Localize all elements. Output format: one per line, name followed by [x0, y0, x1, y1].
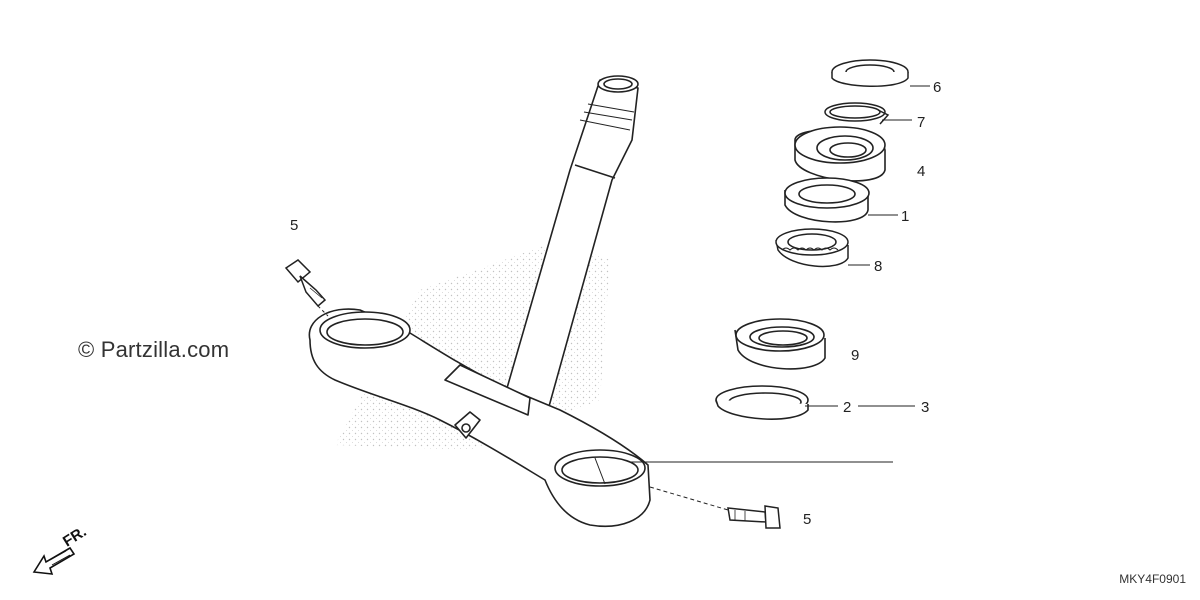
callout-4: 4: [917, 163, 926, 180]
adjusting-nut-part: [794, 126, 886, 182]
callout-3: 3: [921, 399, 930, 416]
callout-6: 6: [933, 79, 942, 96]
callout-1: 1: [901, 208, 910, 225]
callout-9: 9: [851, 347, 860, 364]
lock-washer-part: [824, 102, 890, 125]
watermark-text: © Partzilla.com: [78, 337, 230, 362]
leader-lines: [317, 85, 930, 511]
callout-7: 7: [917, 114, 926, 131]
front-arrow-icon: [32, 546, 76, 575]
dust-seal-part: [715, 385, 809, 420]
lower-bearing-part: [734, 318, 826, 370]
lock-nut-part: [831, 59, 909, 87]
bolt-right-part: [727, 505, 781, 529]
callout-8: 8: [874, 258, 883, 275]
upper-bearing-part: [775, 228, 849, 268]
callout-5-left: 5: [290, 217, 299, 234]
callout-2: 2: [843, 399, 852, 416]
callout-5-right: 5: [803, 511, 812, 528]
steering-stem-part: [308, 75, 651, 527]
diagram-code: MKY4F0901: [1119, 572, 1186, 586]
bolt-left-part: [284, 259, 327, 308]
upper-race-part: [784, 177, 870, 223]
